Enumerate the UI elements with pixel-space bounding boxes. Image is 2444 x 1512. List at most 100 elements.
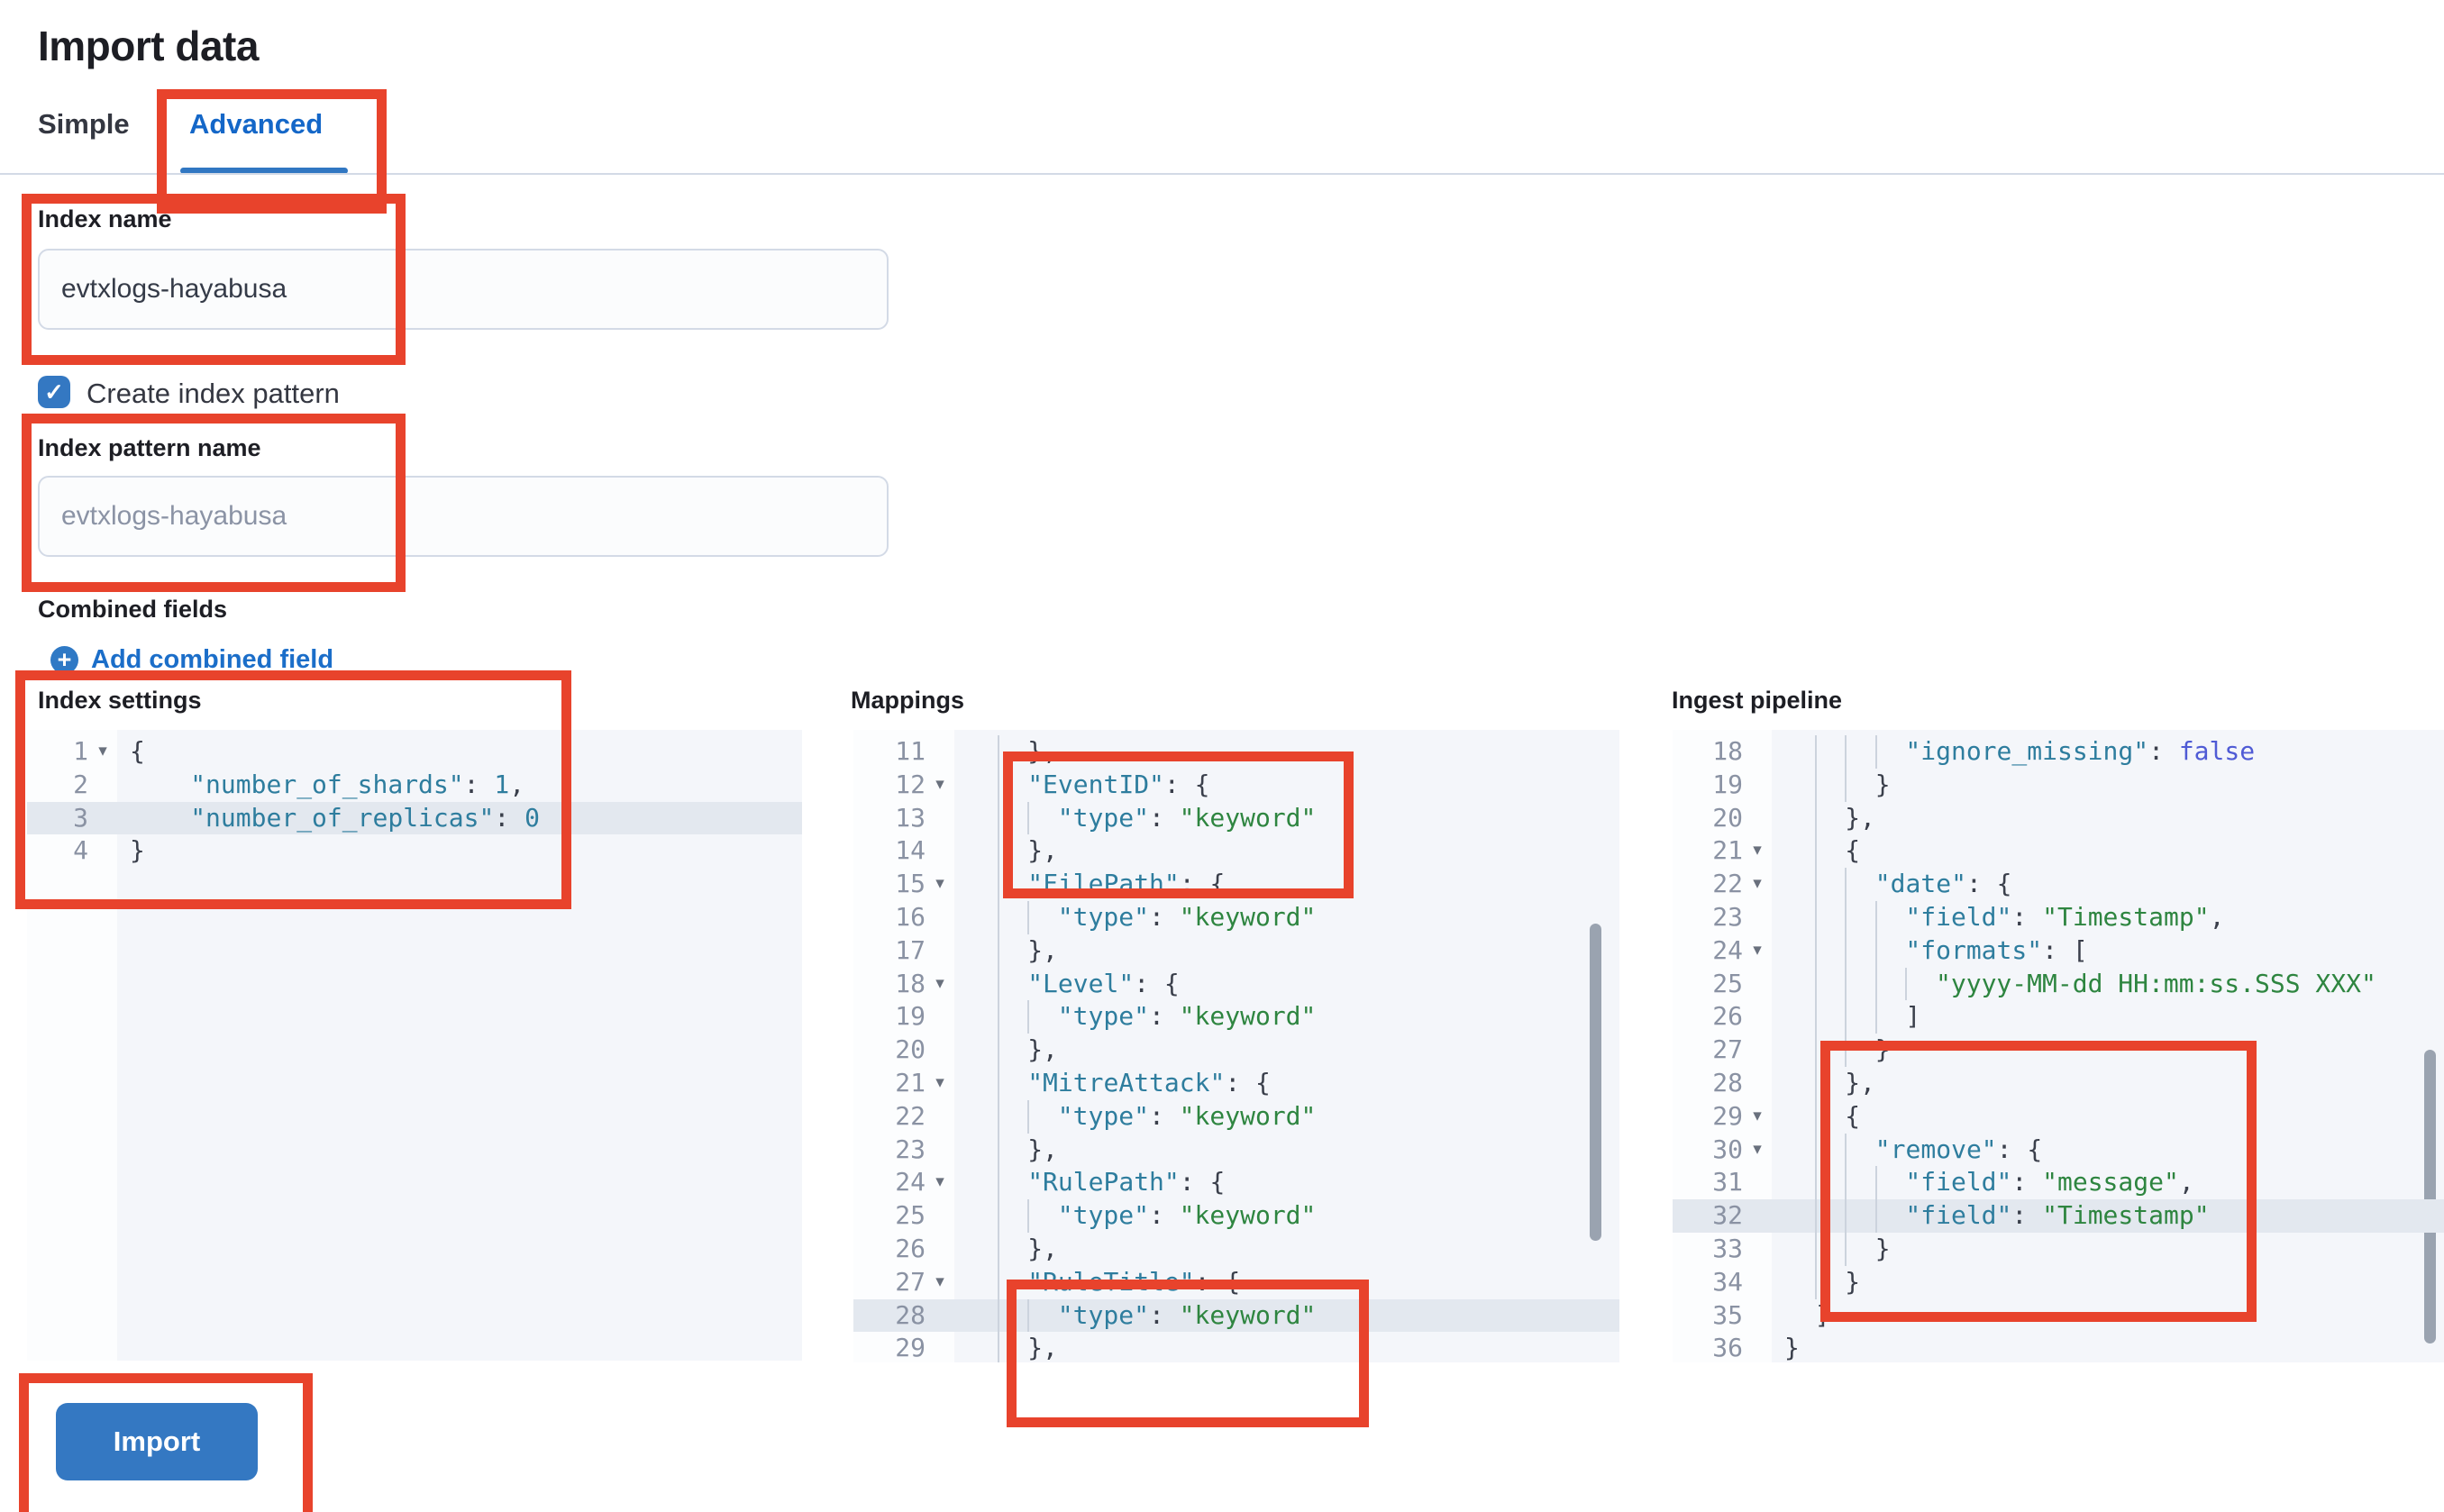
fold-caret-icon[interactable]: ▾ [98, 742, 107, 761]
code-text: "date": { [1874, 869, 2012, 899]
code-line[interactable]: 25"type": "keyword" [853, 1199, 1619, 1233]
code-line[interactable]: 31"field": "message", [1673, 1166, 2444, 1200]
code-line[interactable]: 26}, [853, 1232, 1619, 1266]
line-number: 16 [895, 901, 926, 932]
code-line[interactable]: 12▾"EventID": { [853, 768, 1619, 802]
code-line[interactable]: 32"field": "Timestamp" [1673, 1199, 2444, 1233]
code-line[interactable]: 21▾{ [1673, 834, 2444, 869]
code-line[interactable]: 25"yyyy-MM-dd HH:mm:ss.SSS XXX" [1673, 967, 2444, 1001]
indent-guide [1814, 834, 1817, 869]
line-number: 23 [895, 1134, 926, 1164]
fold-caret-icon[interactable]: ▾ [935, 774, 944, 794]
import-button[interactable]: Import [56, 1403, 258, 1480]
code-line[interactable]: 29▾{ [1673, 1099, 2444, 1134]
create-index-pattern-checkbox[interactable]: ✓ [38, 376, 70, 408]
code-line[interactable]: 23 "field": "Timestamp", [1673, 900, 2444, 934]
fold-caret-icon[interactable]: ▾ [935, 973, 944, 993]
code-line[interactable]: 35] [1673, 1299, 2444, 1333]
code-text: }, [1027, 1134, 1058, 1164]
line-number: 27 [1712, 1034, 1743, 1065]
indent-guide [1814, 768, 1817, 802]
fold-caret-icon[interactable]: ▾ [1753, 940, 1762, 960]
index-name-input[interactable] [38, 249, 889, 330]
code-line[interactable]: 28"type": "keyword" [853, 1298, 1619, 1333]
code-text: "FilePath": { [1027, 869, 1226, 899]
line-number: 21▾ [853, 1067, 954, 1100]
tab-simple[interactable]: Simple [38, 108, 130, 140]
code-line[interactable]: 18▾"Level": { [853, 967, 1619, 1001]
line-number: 14 [895, 835, 926, 866]
code-line[interactable]: 23}, [853, 1133, 1619, 1167]
code-text: "field": "message", [1905, 1167, 2194, 1198]
create-index-pattern-label[interactable]: Create index pattern [87, 378, 340, 409]
code-line[interactable]: 28}, [1673, 1066, 2444, 1100]
code-text: "field": "Timestamp", [1905, 901, 2225, 932]
mappings-editor[interactable]: 11},12▾"EventID": {13"type": "keyword"14… [853, 730, 1619, 1362]
code-line[interactable]: 33} [1673, 1232, 2444, 1266]
indent-guide [1814, 1034, 1817, 1067]
fold-caret-icon[interactable]: ▾ [1753, 1106, 1762, 1125]
indent-guide [997, 1066, 999, 1100]
code-line[interactable]: 17}, [853, 934, 1619, 968]
code-line[interactable]: 15▾ "FilePath": { [853, 868, 1619, 901]
code-line[interactable]: 18"ignore_missing": false [1673, 735, 2444, 769]
code-line[interactable]: 13"type": "keyword" [853, 801, 1619, 835]
code-line[interactable]: 34} [1673, 1265, 2444, 1299]
code-text: }, [1027, 1034, 1058, 1065]
indent-guide [997, 967, 999, 1001]
code-line[interactable]: 11}, [853, 735, 1619, 769]
code-line[interactable]: 29}, [853, 1332, 1619, 1362]
plus-circle-icon[interactable]: + [50, 646, 78, 674]
active-tab-underline [180, 168, 348, 174]
indent-guide [1845, 768, 1847, 802]
indent-guide [1845, 1000, 1847, 1034]
code-line[interactable]: 24▾"formats": [ [1673, 934, 2444, 968]
code-line[interactable]: 20}, [853, 1034, 1619, 1067]
code-line[interactable]: 19"type": "keyword" [853, 1000, 1619, 1034]
ingest-pipeline-scrollbar[interactable] [2424, 1050, 2436, 1343]
indent-guide [1874, 967, 1877, 1001]
code-line[interactable]: 27} [1673, 1034, 2444, 1067]
fold-caret-icon[interactable]: ▾ [1753, 841, 1762, 861]
code-line[interactable]: 22"type": "keyword" [853, 1099, 1619, 1134]
index-settings-editor[interactable]: 1▾{2"number_of_shards": 1,3"number_of_re… [27, 730, 802, 1361]
code-line[interactable]: 2"number_of_shards": 1, [27, 769, 802, 802]
code-line[interactable]: 20}, [1673, 801, 2444, 835]
indent-guide [1027, 1298, 1030, 1333]
line-number: 15▾ [853, 868, 954, 901]
code-line[interactable]: 26] [1673, 1000, 2444, 1034]
fold-caret-icon[interactable]: ▾ [1753, 874, 1762, 894]
code-line[interactable]: 3"number_of_replicas": 0 [27, 801, 802, 835]
code-text: { [130, 736, 145, 766]
fold-caret-icon[interactable]: ▾ [935, 1072, 944, 1092]
code-line[interactable]: 21▾"MitreAttack": { [853, 1066, 1619, 1100]
code-line[interactable]: 1▾{ [27, 735, 802, 769]
mappings-scrollbar[interactable] [1590, 924, 1601, 1241]
line-number: 22 [895, 1100, 926, 1131]
line-number: 23 [1712, 901, 1743, 932]
index-name-label: Index name [38, 205, 172, 232]
code-line[interactable]: 22▾"date": { [1673, 868, 2444, 901]
code-line[interactable]: 36} [1673, 1332, 2444, 1362]
code-line[interactable]: 19} [1673, 768, 2444, 802]
code-text: "number_of_shards": 1, [190, 769, 525, 799]
indent-guide [1027, 1099, 1030, 1134]
code-text: } [1784, 1333, 1800, 1362]
code-text: "field": "Timestamp" [1905, 1200, 2210, 1231]
index-pattern-name-input[interactable] [38, 476, 889, 557]
fold-caret-icon[interactable]: ▾ [1753, 1139, 1762, 1159]
fold-caret-icon[interactable]: ▾ [935, 1172, 944, 1192]
fold-caret-icon[interactable]: ▾ [935, 1271, 944, 1291]
indent-guide [1814, 1265, 1817, 1299]
indent-guide [1814, 868, 1817, 901]
add-combined-field-link[interactable]: Add combined field [91, 645, 334, 674]
code-line[interactable]: 30▾"remove": { [1673, 1133, 2444, 1167]
code-line[interactable]: 24▾"RulePath": { [853, 1166, 1619, 1200]
code-line[interactable]: 27▾"RuleTitle": { [853, 1265, 1619, 1299]
code-line[interactable]: 4} [27, 834, 802, 868]
code-line[interactable]: 16"type": "keyword" [853, 900, 1619, 934]
fold-caret-icon[interactable]: ▾ [935, 874, 944, 894]
tab-advanced[interactable]: Advanced [189, 108, 324, 140]
code-line[interactable]: 14}, [853, 834, 1619, 869]
